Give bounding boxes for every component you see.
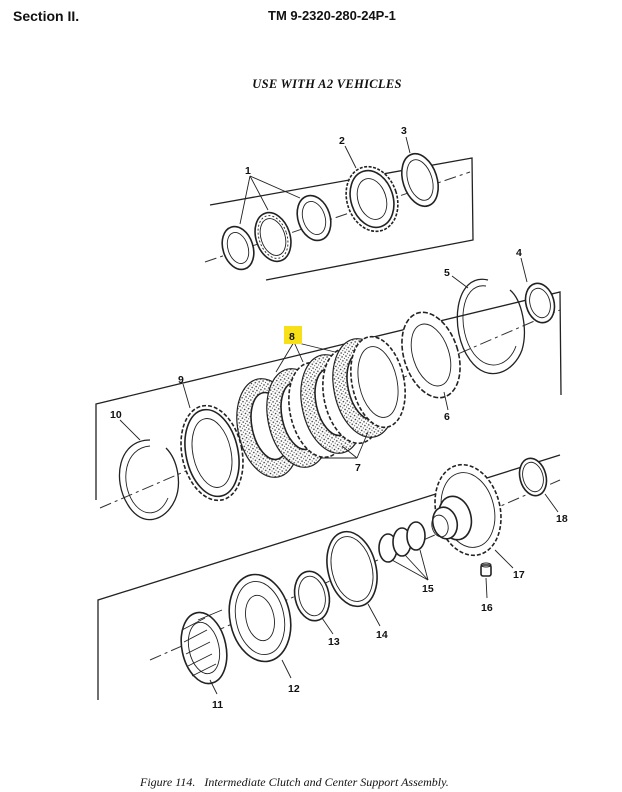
callout-8-highlight xyxy=(284,326,302,344)
callout-3: 3 xyxy=(401,125,407,137)
spring-cage-11 xyxy=(180,609,228,685)
clutch-pack xyxy=(236,335,406,478)
pressure-plate-9 xyxy=(180,404,244,502)
figure-subtitle: USE WITH A2 VEHICLES xyxy=(252,77,402,91)
callout-15: 15 xyxy=(422,583,434,595)
tm-number: TM 9-2320-280-24P-1 xyxy=(268,8,396,23)
bottom-panel: 11 12 13 14 15 16 17 18 xyxy=(97,454,568,711)
callout-14: 14 xyxy=(376,629,388,641)
ring-18 xyxy=(518,457,548,497)
snap-ring-4 xyxy=(524,282,556,324)
seal-14 xyxy=(326,530,378,608)
callout-4: 4 xyxy=(516,247,522,259)
callout-17: 17 xyxy=(513,569,525,581)
callout-10: 10 xyxy=(110,409,122,421)
callout-2: 2 xyxy=(339,135,345,147)
callout-1: 1 xyxy=(245,165,251,177)
top-panel: 1 2 3 xyxy=(204,125,474,281)
callout-12: 12 xyxy=(288,683,300,695)
snap-ring-3 xyxy=(401,152,439,208)
snap-ring-10 xyxy=(118,439,180,521)
seal-13 xyxy=(293,570,331,622)
middle-panel: 10 9 8 7 6 5 4 xyxy=(95,247,562,521)
callout-16: 16 xyxy=(481,602,493,614)
callout-18: 18 xyxy=(556,513,568,525)
backing-plate-6 xyxy=(401,311,461,399)
callout-8: 8 xyxy=(289,331,295,343)
seal-rings-15 xyxy=(378,521,426,563)
callout-6: 6 xyxy=(444,411,450,423)
snap-ring-5 xyxy=(456,278,525,375)
figure-caption: Figure 114. Intermediate Clutch and Cent… xyxy=(140,775,449,789)
callout-13: 13 xyxy=(328,636,340,648)
bearing-race-right xyxy=(296,194,332,242)
callout-9: 9 xyxy=(178,374,184,386)
needle-bearing xyxy=(254,211,292,263)
plug-16 xyxy=(480,562,492,577)
center-support-17 xyxy=(431,463,502,557)
callout-5: 5 xyxy=(444,267,450,279)
piston-12 xyxy=(228,573,292,663)
bearing-race-left xyxy=(221,225,255,271)
callout-7: 7 xyxy=(355,462,361,474)
splined-gear xyxy=(345,165,399,233)
callout-11: 11 xyxy=(212,699,223,711)
section-label: Section II. xyxy=(13,8,80,24)
